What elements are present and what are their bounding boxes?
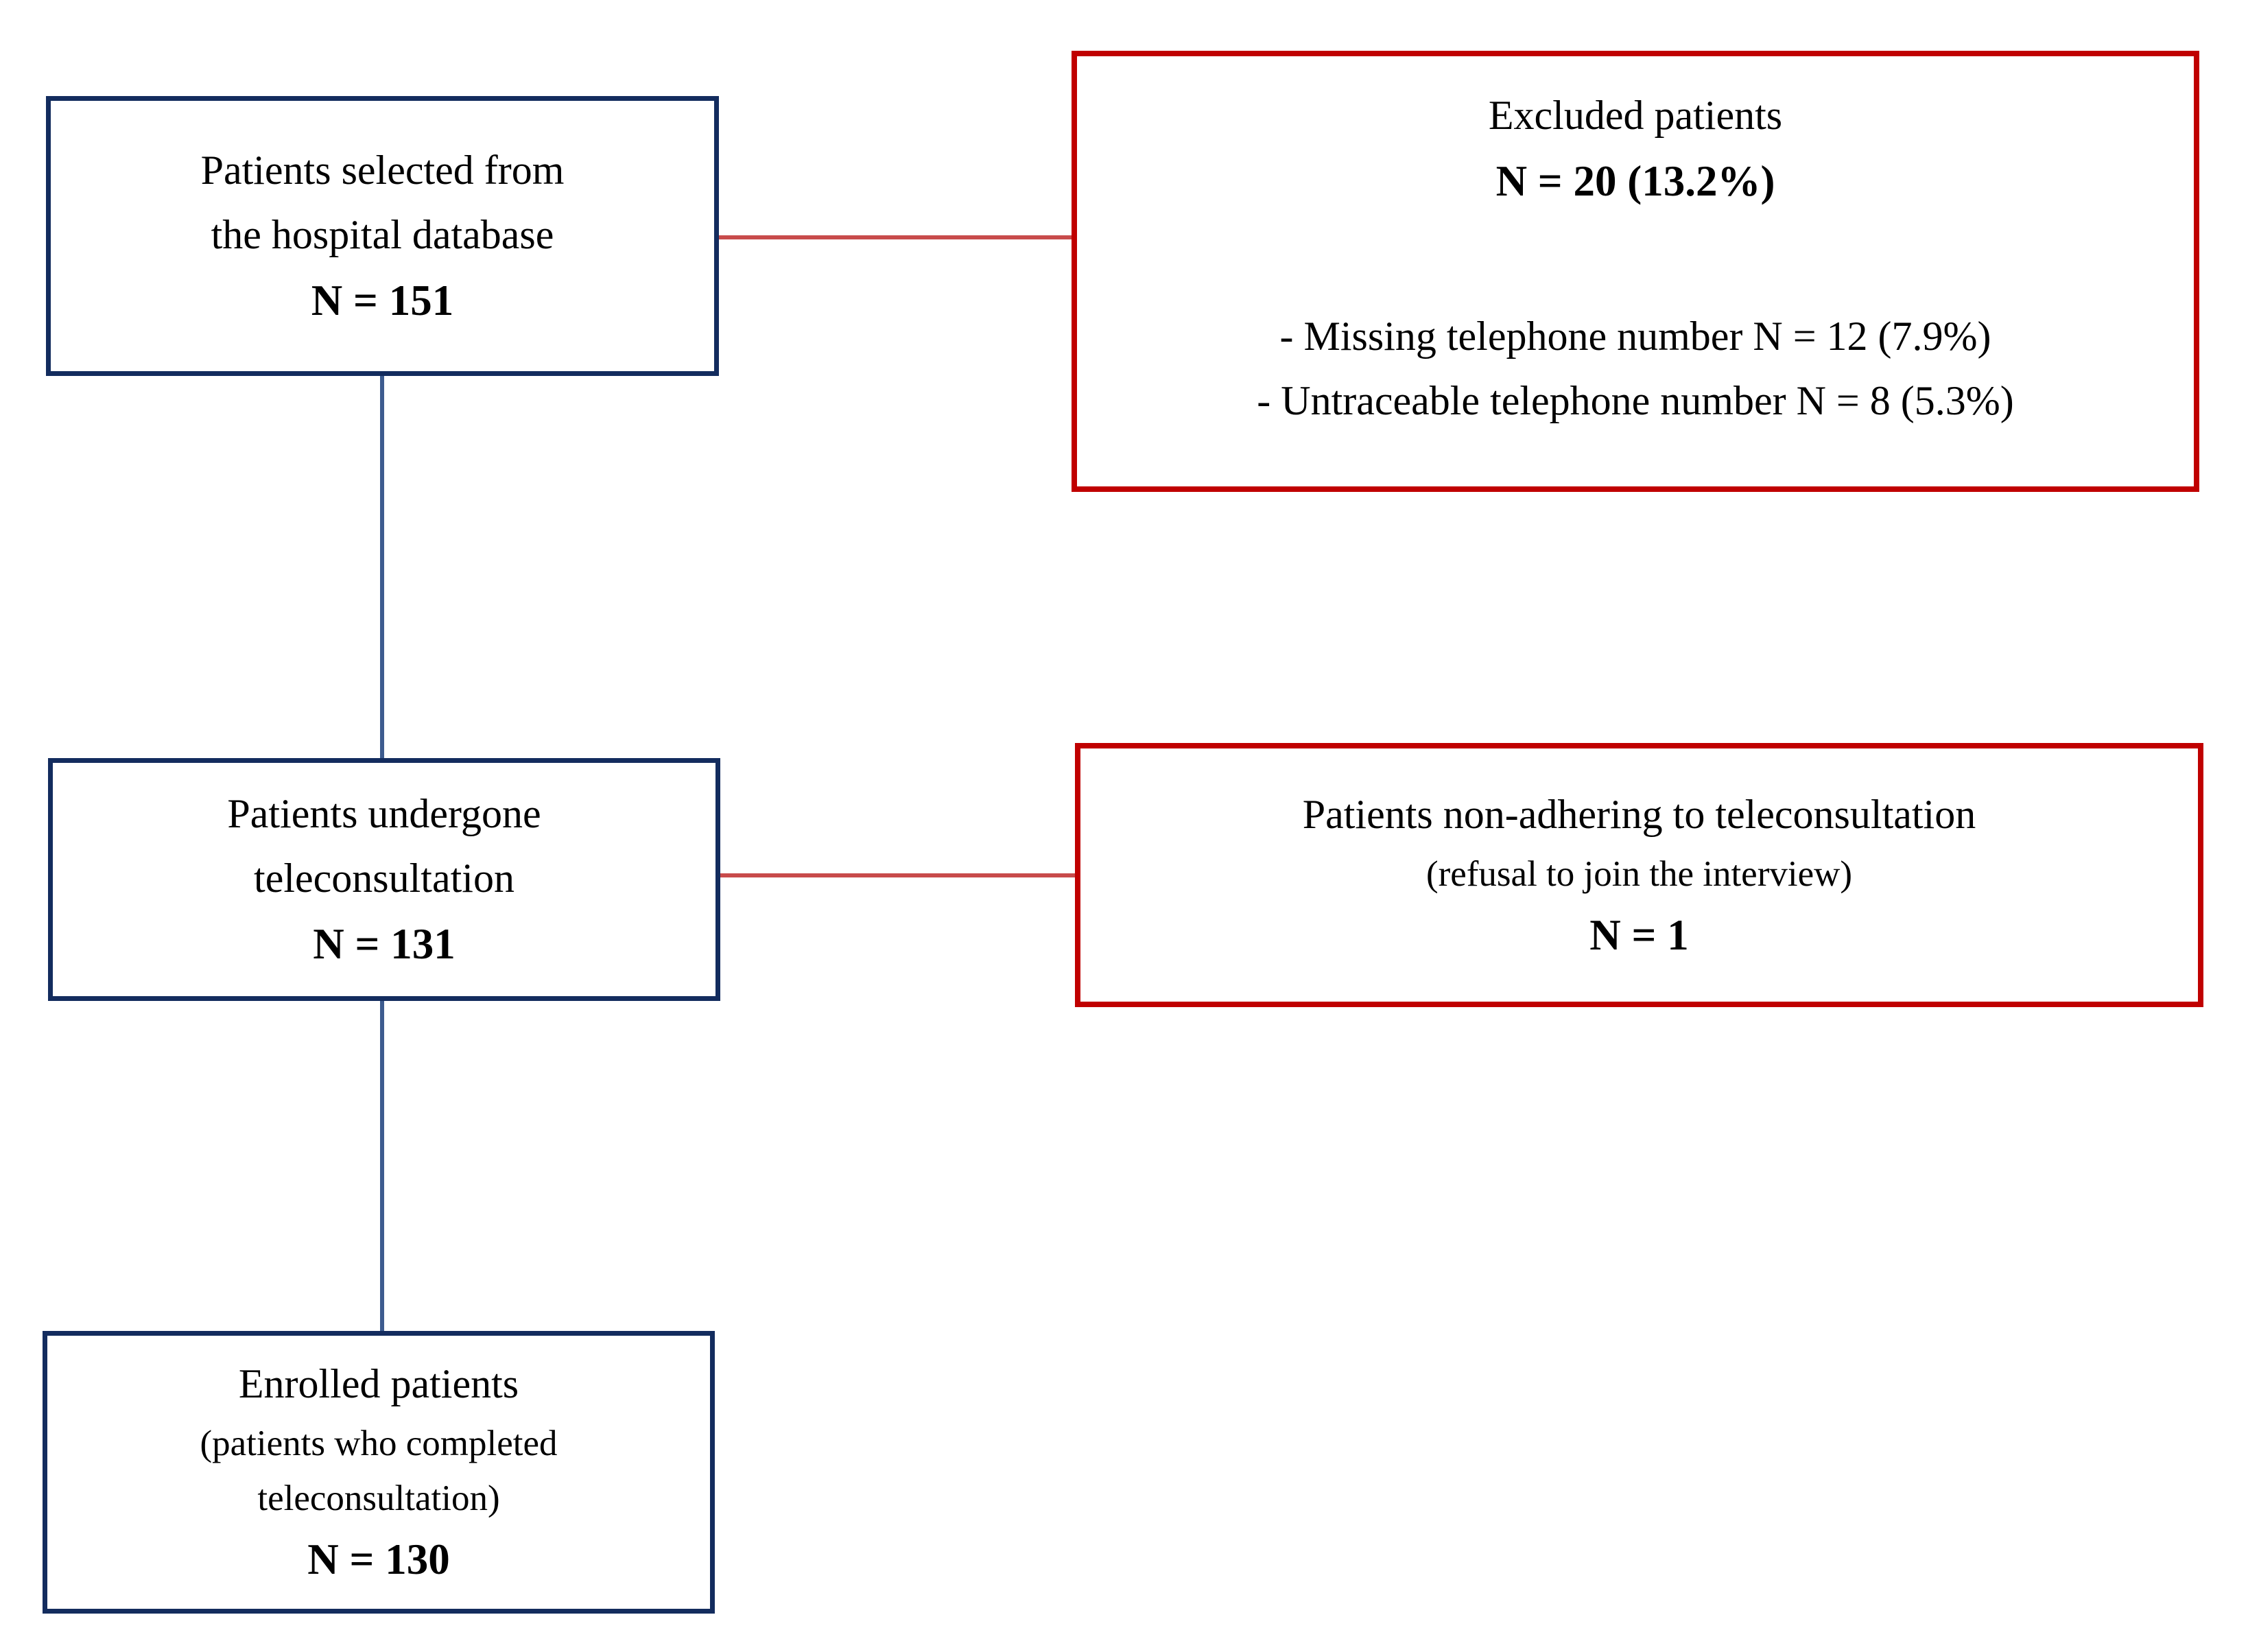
box-non-adhering-patients: Patients non-adhering to teleconsultatio… [1075, 743, 2203, 1007]
flow-line-undergone-to-non-adhering [720, 873, 1075, 877]
excluded-patients-bullet1: - Missing telephone number N = 12 (7.9%) [1279, 313, 1991, 359]
patients-undergone-text-line1: Patients undergone [227, 791, 541, 836]
patients-undergone-count: N = 131 [313, 920, 455, 968]
enrolled-patients-count: N = 130 [307, 1535, 450, 1583]
box-enrolled-patients: Enrolled patients (patients who complete… [43, 1331, 715, 1614]
excluded-patients-count: N = 20 (13.2%) [1495, 156, 1775, 205]
flow-line-selected-to-undergone [380, 376, 384, 758]
box-excluded-patients: Excluded patients N = 20 (13.2%) - Missi… [1072, 51, 2199, 492]
patients-selected-text-line2: the hospital database [211, 212, 554, 257]
non-adhering-count: N = 1 [1589, 910, 1689, 959]
enrolled-patients-subtitle2: teleconsultation) [257, 1478, 500, 1518]
non-adhering-title: Patients non-adhering to teleconsultatio… [1302, 791, 1976, 837]
excluded-patients-title: Excluded patients [1488, 92, 1783, 138]
flow-line-selected-to-excluded [719, 235, 1072, 239]
enrolled-patients-title: Enrolled patients [238, 1361, 519, 1406]
flow-line-undergone-to-enrolled [380, 1001, 384, 1331]
patients-selected-count: N = 151 [311, 276, 454, 324]
enrolled-patients-subtitle1: (patients who completed [200, 1424, 558, 1463]
non-adhering-subtitle: (refusal to join the interview) [1425, 853, 1853, 894]
patients-selected-text-line1: Patients selected from [200, 148, 565, 193]
box-patients-undergone: Patients undergone teleconsultation N = … [48, 758, 720, 1001]
patients-undergone-text-line2: teleconsultation [254, 856, 514, 901]
box-patients-selected: Patients selected from the hospital data… [46, 96, 719, 376]
excluded-patients-bullet2: - Untraceable telephone number N = 8 (5.… [1257, 377, 2014, 423]
